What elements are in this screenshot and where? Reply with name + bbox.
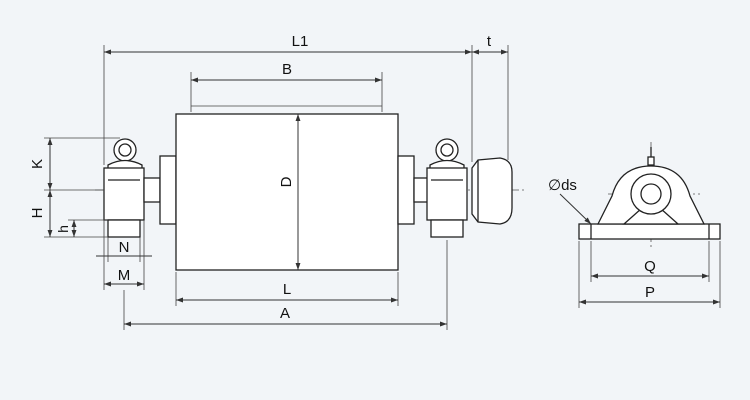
- roller-drum: [175, 113, 399, 271]
- left-shaft: [143, 177, 161, 203]
- right-flange: [397, 155, 415, 225]
- dim-a-label: A: [280, 305, 290, 322]
- dim-n-label: N: [119, 239, 130, 256]
- left-bearing-housing: [103, 138, 145, 238]
- dim-h-lower-label: h: [55, 225, 71, 233]
- pillow-block-base: [578, 223, 721, 240]
- dim-l-label: L: [283, 281, 291, 298]
- dim-l1-label: L1: [292, 33, 309, 50]
- dim-k-label: K: [29, 159, 46, 169]
- dim-p-label: P: [645, 284, 655, 301]
- right-bearing-housing: [426, 138, 468, 238]
- bearing-bore-inner: [640, 183, 662, 205]
- shaft-end-cap: [471, 157, 513, 225]
- dim-ds-leader: [559, 193, 592, 225]
- side-view: ∅ds Q P: [548, 142, 721, 308]
- left-flange: [159, 155, 177, 225]
- dim-b-label: B: [282, 61, 292, 78]
- dim-d-label: D: [278, 176, 295, 187]
- dim-h-upper-label: H: [29, 208, 46, 219]
- dim-q-label: Q: [644, 258, 656, 275]
- dim-ds-label: ∅ds: [548, 177, 577, 194]
- dim-t-label: t: [487, 33, 492, 50]
- dim-m-label: M: [118, 267, 131, 284]
- front-view: L1 t B D K H h N M: [29, 33, 525, 330]
